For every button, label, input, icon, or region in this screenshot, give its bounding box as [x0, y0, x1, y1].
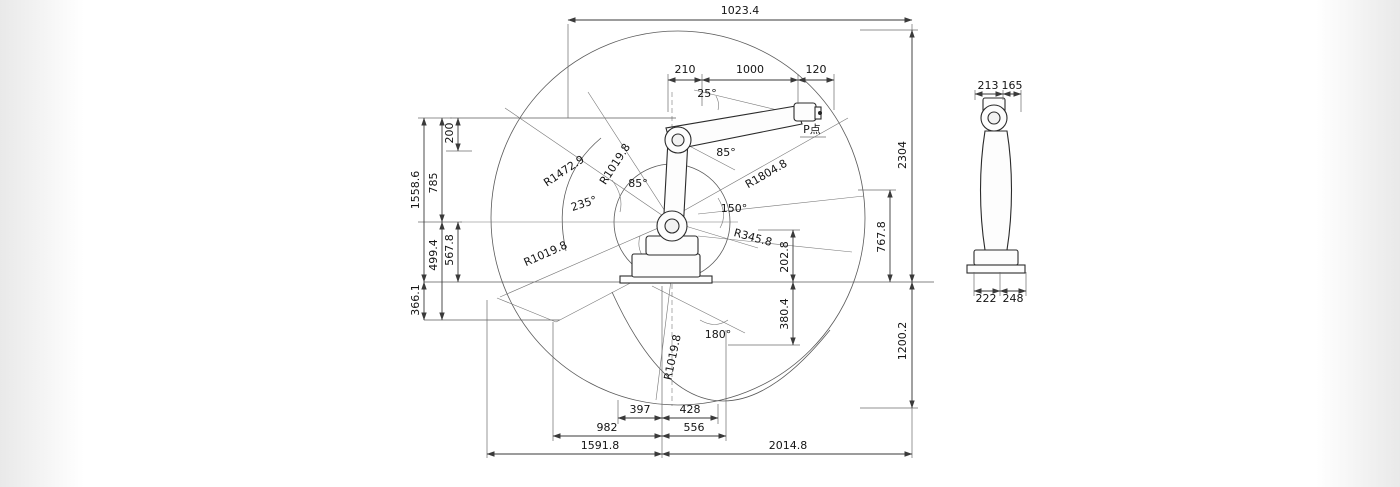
radius-line-r1804	[677, 117, 849, 215]
angle-arc-25	[715, 95, 719, 111]
dim-120: 120	[806, 63, 827, 76]
wedge-line-5	[651, 285, 746, 334]
dim-2014: 2014.8	[769, 439, 808, 452]
dim-366: 366.1	[409, 284, 422, 316]
envelope-bottom-arc	[611, 291, 831, 402]
dim-overall-width: 1023.4	[721, 4, 760, 17]
dim-1000: 1000	[736, 63, 764, 76]
dim-222: 222	[976, 292, 997, 305]
angle-arc-85-left	[611, 179, 622, 213]
angle-shoulder-back: 85°	[628, 177, 648, 190]
angle-base-range: 235°	[569, 193, 598, 214]
robot-wrist	[793, 102, 817, 122]
wedge-line-1	[496, 297, 557, 323]
robot-shoulder-hub	[664, 218, 680, 234]
dim-767: 767.8	[875, 221, 888, 253]
envelope-left-arc	[561, 137, 602, 252]
dim-1558: 1558.6	[409, 171, 422, 210]
dim-567: 567.8	[443, 234, 456, 266]
dim-380: 380.4	[778, 298, 791, 330]
angle-elbow-range: 150°	[721, 202, 748, 215]
dim-165: 165	[1002, 79, 1023, 92]
radius-r1472: R1472.9	[541, 153, 587, 190]
dim-213: 213	[978, 79, 999, 92]
robot-front-view	[619, 102, 822, 284]
radius-r1019-left: R1019.8	[522, 238, 569, 269]
extension-lines	[418, 24, 1027, 458]
dim-200: 200	[443, 123, 456, 144]
p-point-label: P点	[803, 123, 821, 136]
side-base-plate	[966, 264, 1026, 274]
dim-2304: 2304	[896, 141, 909, 169]
p-point-marker	[818, 111, 822, 115]
dim-248: 248	[1003, 292, 1024, 305]
dimension-labels: 1023.4 210 1000 120 25° 85° 85° 150° 235…	[409, 4, 1024, 452]
side-column	[979, 130, 1013, 251]
wedge-line-2	[555, 277, 641, 323]
angle-bottom-range: 180°	[705, 328, 732, 341]
wedge-line-3	[697, 195, 865, 215]
robot-base	[631, 253, 701, 278]
angle-arc-180	[699, 319, 729, 325]
dim-982: 982	[597, 421, 618, 434]
dimension-lines	[421, 17, 1027, 457]
dim-556: 556	[684, 421, 705, 434]
dim-428: 428	[680, 403, 701, 416]
side-base	[973, 249, 1019, 266]
angle-wrist-range: 85°	[716, 146, 736, 159]
side-wrist-hub	[987, 111, 1001, 125]
envelope-main-circle	[490, 30, 866, 406]
radius-r1019-bottom: R1019.8	[661, 333, 683, 381]
dim-397: 397	[630, 403, 651, 416]
dim-499: 499.4	[427, 239, 440, 271]
dim-210: 210	[675, 63, 696, 76]
radius-line-r1019-left	[499, 221, 673, 298]
robot-side-view	[966, 97, 1026, 274]
dim-1591: 1591.8	[581, 439, 620, 452]
angle-wrist-pitch: 25°	[697, 87, 717, 100]
radius-line-r1019-upper	[587, 91, 673, 223]
angle-arc-150	[717, 197, 724, 229]
radius-r1804: R1804.8	[743, 157, 789, 191]
dim-202: 202.8	[778, 241, 791, 273]
dim-785: 785	[427, 173, 440, 194]
wedge-line-4	[697, 235, 853, 253]
robot-elbow-hub	[671, 133, 685, 147]
radius-line-r1472	[504, 107, 673, 223]
dim-1200: 1200.2	[896, 322, 909, 361]
